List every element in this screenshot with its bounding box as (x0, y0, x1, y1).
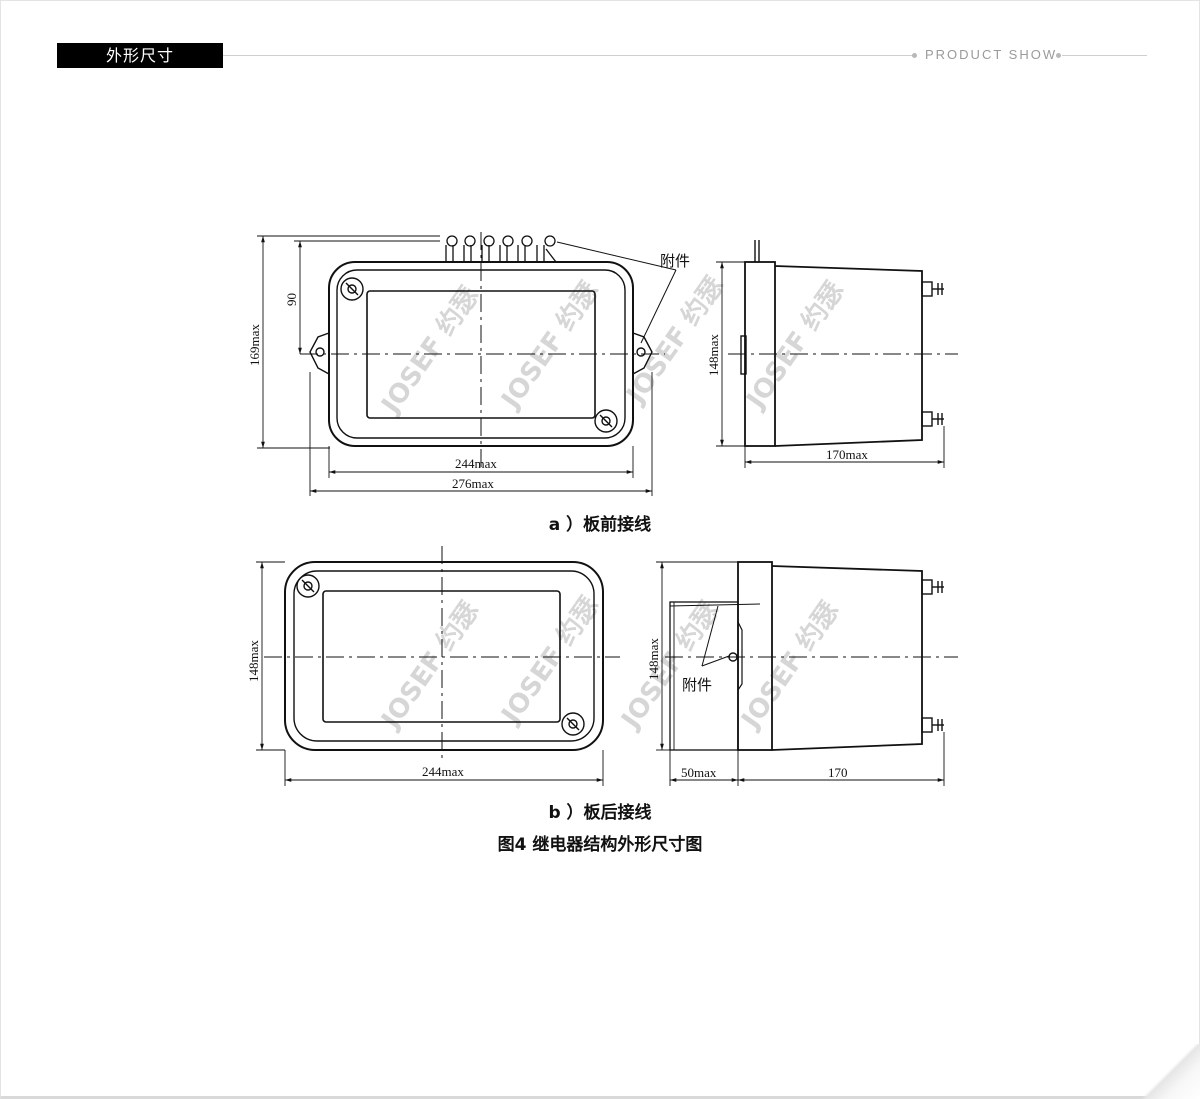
header-dot-left (912, 53, 917, 58)
fig-b-front-view (256, 546, 620, 786)
dim-b-side-depth: 170 (828, 765, 848, 780)
figure-title: 图4 继电器结构外形尺寸图 (497, 835, 703, 855)
fig-a-side-view (716, 240, 958, 468)
fig-b-side-view (656, 561, 958, 786)
dim-b-side-front: 50max (681, 765, 717, 780)
caption-a: a ）板前接线 (548, 515, 652, 535)
fig-a-front-view (257, 232, 677, 496)
dim-a-side-depth: 170max (826, 447, 868, 462)
watermark-text: JOSEF 约瑟 (374, 596, 485, 736)
header-rule-right (1062, 55, 1147, 56)
dim-a-side-height: 148max (706, 334, 721, 376)
dim-b-side-height: 148max (646, 638, 661, 680)
dim-b-width: 244max (422, 764, 464, 779)
section-title: 外形尺寸 (57, 43, 223, 68)
accessory-label-a: 附件 (660, 252, 690, 270)
watermark-text: JOSEF 约瑟 (374, 281, 485, 421)
dim-a-90: 90 (284, 293, 299, 306)
page-curl-decoration (1140, 1044, 1200, 1099)
header-rule (223, 55, 913, 56)
watermark-text: JOSEF 约瑟 (734, 596, 845, 736)
watermark-text: JOSEF 约瑟 (739, 276, 850, 416)
dim-a-width-outer: 276max (452, 476, 494, 491)
watermark-text: JOSEF 约瑟 (494, 276, 605, 416)
accessory-label-b: 附件 (682, 676, 712, 694)
watermark-group: JOSEF 约瑟 JOSEF 约瑟 JOSEF 约瑟 JOSEF 约瑟 JOSE… (374, 271, 850, 736)
dim-a-width-inner: 244max (455, 456, 497, 471)
watermark-text: JOSEF 约瑟 (494, 591, 605, 731)
product-show-label: PRODUCT SHOW (925, 47, 1058, 62)
header-dot-right (1056, 53, 1061, 58)
dim-b-height: 148max (246, 640, 261, 682)
caption-b: b ）板后接线 (548, 803, 652, 823)
dim-a-height: 169max (247, 324, 262, 366)
